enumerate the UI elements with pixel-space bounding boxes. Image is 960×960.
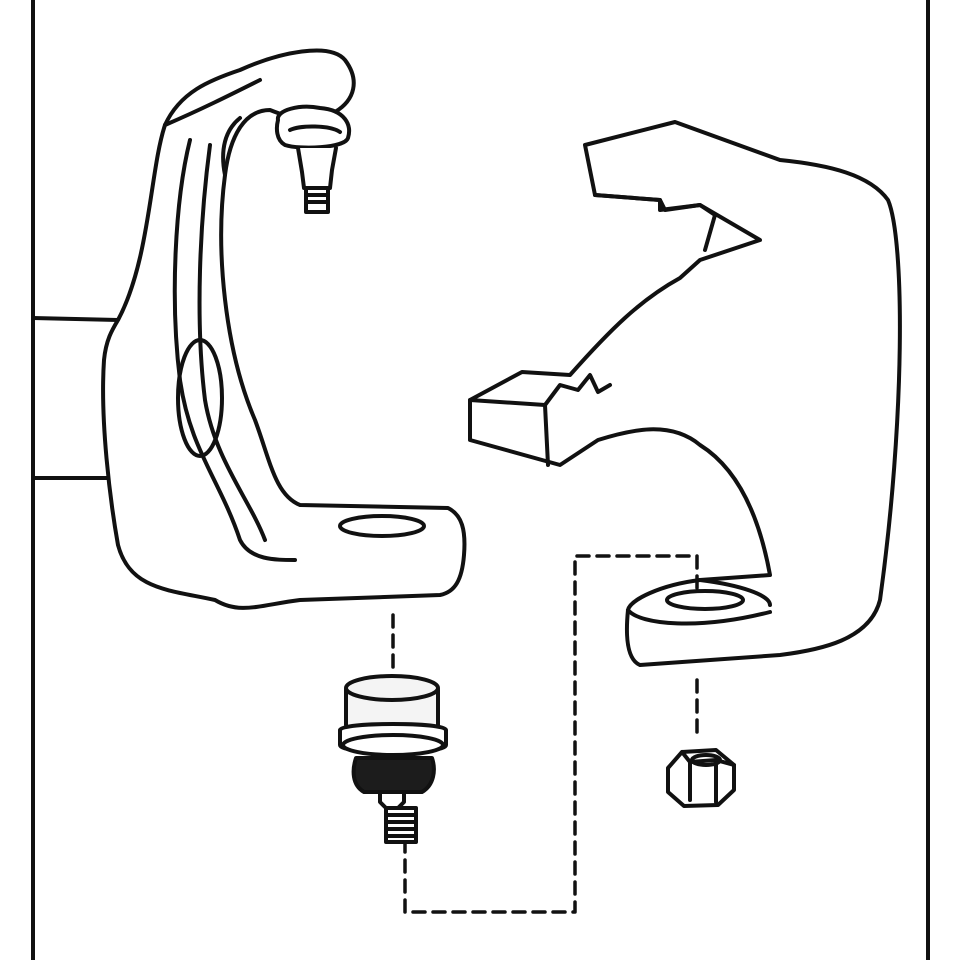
upper-ball-joint <box>274 104 351 214</box>
axle-tube <box>31 316 120 480</box>
centerline-ball-joint-to-knuckle <box>403 554 699 914</box>
steering-knuckle-icon <box>468 120 902 667</box>
ball-joint-icon <box>338 674 448 844</box>
axle-yoke-icon <box>101 48 467 610</box>
hex-nut-icon <box>666 748 736 808</box>
